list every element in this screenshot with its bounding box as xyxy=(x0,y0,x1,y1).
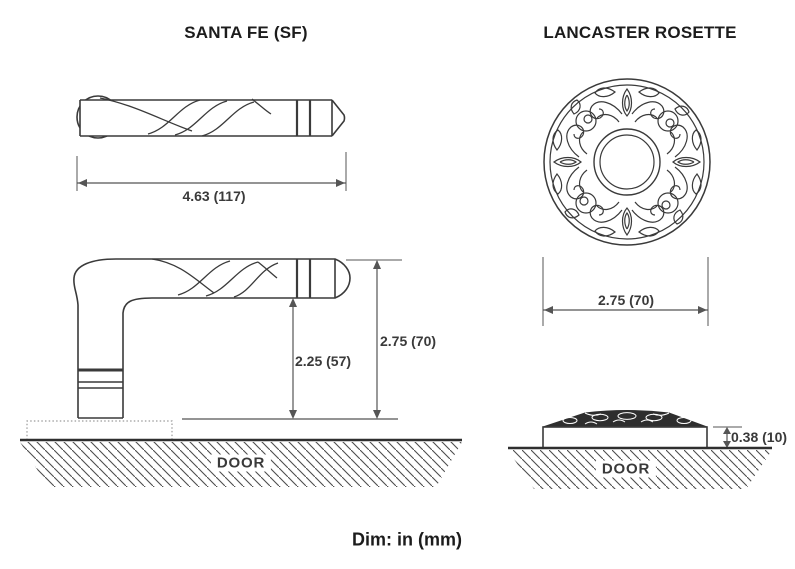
rosette-diameter-dim-label: 2.75 (70) xyxy=(597,292,655,308)
door-label-right: DOOR xyxy=(595,460,657,478)
lever-overall-height-dim-label: 2.75 (70) xyxy=(379,333,437,349)
hidden-rosette-outline xyxy=(26,420,173,440)
door-label-left: DOOR xyxy=(210,454,272,472)
lever-side-view xyxy=(73,258,351,419)
lever-top-twist-lines xyxy=(99,97,272,137)
rosette-front-view xyxy=(543,78,711,246)
lever-grip-height-dim-label: 2.25 (57) xyxy=(294,353,352,369)
lever-top-view xyxy=(76,95,346,139)
rosette-thickness-dimension xyxy=(713,426,742,448)
rosette-side-ornament xyxy=(562,412,692,425)
lever-title: SANTA FE (SF) xyxy=(184,23,308,42)
lever-height-dimensions xyxy=(182,259,402,420)
lever-length-dim-label: 4.63 (117) xyxy=(182,188,246,204)
lever-side-twist-lines xyxy=(151,258,279,298)
rosette-thickness-dim-label: 0.38 (10) xyxy=(730,429,788,445)
lever-length-dimension xyxy=(76,152,347,191)
rosette-title: LANCASTER ROSETTE xyxy=(543,23,737,42)
rosette-diameter-dimension xyxy=(542,257,709,326)
units-note: Dim: in (mm) xyxy=(352,529,462,550)
rosette-side-view xyxy=(542,410,708,449)
